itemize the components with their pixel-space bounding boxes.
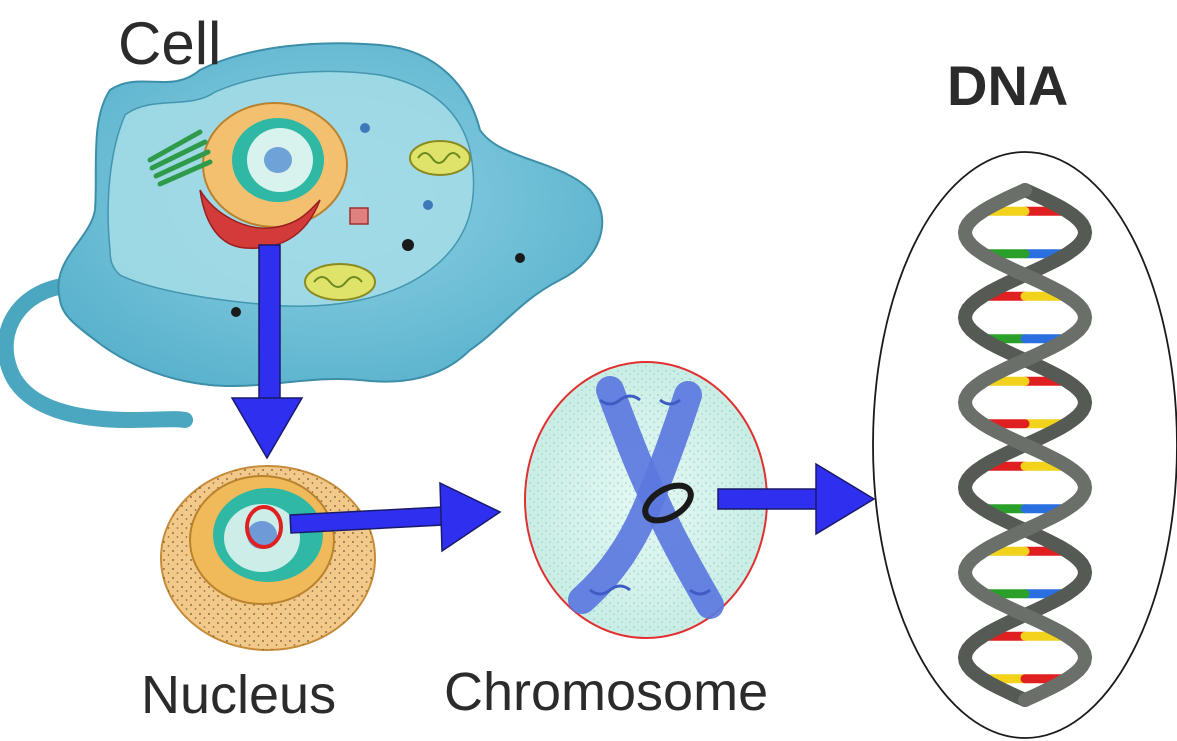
cell-vesicle-3 <box>402 239 414 251</box>
arrow-head <box>439 481 502 553</box>
arrow-nucleus-to-chromosome <box>289 481 502 553</box>
arrow-head <box>815 462 876 536</box>
dna-backbone-2 <box>957 183 1093 707</box>
cell-golgi <box>147 129 213 187</box>
cell-illustration <box>0 42 604 429</box>
arrow-cell-to-nucleus <box>230 244 304 460</box>
arrow-head <box>230 397 304 460</box>
nucleus-illustration <box>160 465 376 651</box>
arrow-shaft <box>258 244 281 401</box>
cell-mitochondrion-2-cristae <box>313 276 363 288</box>
cell-nucleolus <box>264 147 292 173</box>
cell-mitochondrion-1-cristae <box>417 152 461 164</box>
cell-centrosome <box>349 207 369 225</box>
cell-vesicle-2 <box>423 200 433 210</box>
cell-mitochondrion-1 <box>409 140 471 176</box>
label-nucleus: Nucleus <box>141 665 336 725</box>
cell-mitochondrion-2 <box>304 263 376 301</box>
cell-vesicle-5 <box>231 307 241 317</box>
label-cell: Cell <box>118 10 221 77</box>
chromosome-highlight-ring <box>642 482 694 524</box>
arrow-chromosome-to-dna <box>717 462 876 536</box>
label-dna: DNA <box>947 54 1068 117</box>
cell-vesicle-4 <box>515 253 525 263</box>
cell-vesicle-1 <box>360 123 370 133</box>
chromosome-texture <box>589 394 711 596</box>
nucleus-highlight-ring <box>245 505 283 549</box>
cell-endoplasmic-reticulum <box>199 189 321 249</box>
dna-illustration <box>872 151 1177 739</box>
cell-flagellum <box>0 277 193 429</box>
chromosome-illustration <box>524 361 768 639</box>
arrow-shaft <box>717 488 819 510</box>
label-chromosome: Chromosome <box>444 662 768 722</box>
